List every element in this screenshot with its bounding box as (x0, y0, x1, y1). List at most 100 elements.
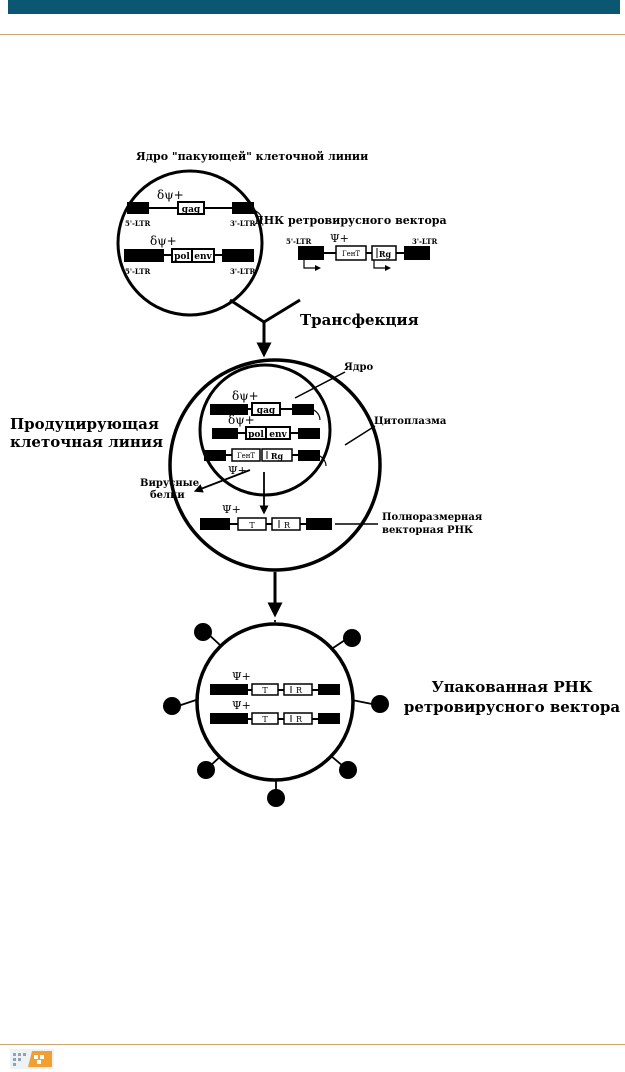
gene-label-env: env (269, 430, 287, 440)
ltr-label-right: 3'-LTR (230, 267, 255, 276)
full-rna-label-line1: Полноразмерная (382, 512, 483, 523)
gene-label-gag: gag (257, 406, 276, 416)
psi-label: Ψ+ (222, 503, 241, 516)
packaged-label-line2: ретровирусного вектора (404, 698, 621, 716)
gene-label-t: T (262, 715, 268, 724)
psi-label: δψ+ (150, 234, 177, 248)
nucleus-label: Ядро (344, 362, 373, 373)
nucleus-leader (294, 371, 346, 399)
ltr-block-right (232, 202, 254, 214)
psi-label: δψ+ (157, 188, 184, 202)
gene-label-r: R (284, 521, 291, 530)
ltr-block-left (210, 684, 248, 695)
virion-spikes (163, 620, 389, 807)
spike-knob (371, 695, 389, 713)
packaged-rna-2: Ψ+ T R (210, 699, 340, 725)
vector-dna-title: ДНК ретровирусного вектора (254, 214, 447, 227)
producer-construct-vector: ГенТ Rg Ψ+ (204, 448, 327, 477)
gene-label-rg: Rg (271, 451, 284, 461)
ltr-block-right (404, 246, 430, 260)
producer-cell-nucleus (198, 363, 332, 497)
ltr-label-left: 5'-LTR (125, 267, 150, 276)
gene-label-r: R (296, 715, 303, 724)
ltr-block-right (318, 713, 340, 724)
spike-knob (197, 761, 215, 779)
tail (319, 455, 327, 467)
transfection-label: Трансфекция (300, 311, 419, 329)
ltr-block-left (210, 404, 248, 415)
ltr-block-right (298, 428, 320, 439)
psi-label: Ψ+ (232, 670, 251, 683)
spike-knob (343, 629, 361, 647)
spike-knob (339, 761, 357, 779)
ltr-block-left (298, 246, 324, 260)
viral-proteins-arrow (193, 469, 251, 493)
gene-box-gent (231, 448, 261, 462)
spike-knob (163, 697, 181, 715)
transfection-line-right (263, 298, 301, 324)
ltr-block-right (318, 684, 340, 695)
ltr-label-right: 3'-LTR (230, 219, 255, 228)
gene-label-gent: ГенТ (342, 250, 360, 258)
footer-rule (0, 1044, 625, 1045)
psi-label: Ψ+ (232, 699, 251, 712)
gene-label-pol: pol (174, 252, 190, 262)
full-rna-label-line2: векторная РНК (382, 525, 473, 536)
producer-label-line1: Продуцирующая (10, 415, 159, 433)
viral-proteins-line1: Вирусные (140, 478, 199, 489)
publisher-logo-icon (10, 1049, 54, 1069)
header-rule (0, 34, 625, 35)
ltr-block-right (306, 518, 332, 530)
producer-cell-outer (168, 358, 382, 572)
producer-label-line2: клеточная линия (10, 433, 163, 451)
full-length-rna: Ψ+ T R (200, 503, 332, 531)
spike-knob (194, 623, 212, 641)
ltr-block-right (298, 450, 320, 461)
gene-label-gent: ГенТ (237, 452, 255, 460)
transfection-line-left (229, 298, 265, 324)
gene-label-t: T (249, 521, 255, 530)
ltr-block-left (124, 249, 164, 262)
tail (253, 209, 263, 221)
gene-label-env: env (194, 252, 212, 262)
gene-label-gag: gag (182, 205, 201, 215)
psi-label: Ψ+ (330, 232, 349, 245)
gene-label-pol: pol (248, 430, 264, 440)
producer-construct-pol-env: δψ+ pol env (212, 413, 320, 440)
tail (313, 409, 321, 421)
packaging-nucleus-circle (116, 169, 264, 317)
ltr-block-right (292, 404, 314, 415)
ltr-label-right: 3'-LTR (412, 237, 437, 246)
ltr-label-left: 5'-LTR (286, 237, 311, 246)
promoter-arrow-2 (373, 260, 391, 271)
vector-dna: ДНК ретровирусного вектора 5'-LTR Ψ+ 3'-… (254, 214, 447, 271)
promoter-arrow-1 (303, 260, 321, 271)
producer-construct-gag: δψ+ gag (210, 389, 321, 421)
packaged-label-line1: Упакованная РНК (432, 678, 593, 696)
cytoplasm-label: Цитоплазма (374, 416, 447, 427)
virion-envelope (195, 622, 355, 782)
spike-line (351, 699, 373, 705)
ltr-block-left (200, 518, 230, 530)
psi-label: δψ+ (232, 389, 259, 403)
ltr-block-left (210, 713, 248, 724)
gene-label-t: T (262, 686, 268, 695)
psi-label: δψ+ (228, 413, 255, 427)
ltr-label-left: 5'-LTR (125, 219, 150, 228)
gene-label-r: R (296, 686, 303, 695)
viral-proteins-line2: белки (150, 490, 185, 501)
spike-line (177, 699, 197, 707)
ltr-block-left (212, 428, 238, 439)
ltr-block-left (204, 450, 226, 461)
packaging-construct-gag: δψ+ gag 5'-LTR 3'-LTR (125, 188, 263, 228)
spike-knob (267, 789, 285, 807)
packaged-rna-1: Ψ+ T R (210, 670, 340, 696)
ltr-block-right (222, 249, 254, 262)
gene-label-rg: Rg (379, 249, 392, 259)
ltr-block-left (127, 202, 149, 214)
packaging-nucleus-title: Ядро "пакующей" клеточной линии (136, 150, 368, 163)
cytoplasm-leader (344, 425, 376, 446)
packaging-construct-pol-env: δψ+ pol env 5'-LTR 3'-LTR (124, 234, 255, 276)
header-bar (8, 0, 620, 14)
